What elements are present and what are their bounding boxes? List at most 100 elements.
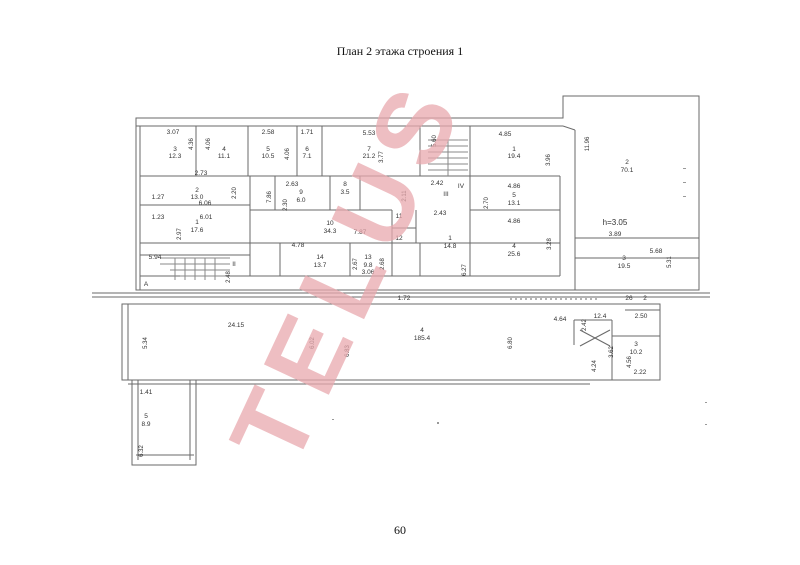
svg-text:4.06: 4.06 — [285, 148, 291, 160]
svg-text:6.27: 6.27 — [462, 264, 468, 276]
svg-text:2.22: 2.22 — [634, 369, 647, 376]
svg-text:13.1: 13.1 — [508, 200, 521, 207]
svg-text:2.42: 2.42 — [582, 319, 588, 331]
svg-text:3: 3 — [634, 341, 638, 348]
svg-text:10: 10 — [326, 220, 334, 227]
svg-text:2.30: 2.30 — [283, 199, 289, 211]
svg-text:11: 11 — [396, 213, 403, 220]
svg-text:3.89: 3.89 — [609, 231, 622, 238]
stair-label: II — [232, 261, 236, 268]
stair-top — [428, 139, 468, 176]
svg-text:1: 1 — [195, 219, 199, 226]
svg-text:1.71: 1.71 — [301, 129, 314, 136]
svg-text:4: 4 — [222, 146, 226, 153]
svg-text:2: 2 — [643, 295, 647, 302]
svg-text:2.20: 2.20 — [232, 187, 238, 199]
room-label: 3 — [173, 146, 177, 153]
svg-text:1.23: 1.23 — [152, 214, 165, 221]
svg-text:14: 14 — [316, 254, 324, 261]
svg-text:11.96: 11.96 — [585, 136, 591, 151]
svg-text:4.24: 4.24 — [592, 360, 598, 372]
svg-text:6.32: 6.32 — [139, 445, 145, 457]
svg-text:14.8: 14.8 — [444, 243, 457, 250]
stair-label: А — [144, 281, 149, 288]
upper-block-outline — [135, 95, 700, 291]
svg-text:5: 5 — [512, 192, 516, 199]
svg-text:4.56: 4.56 — [627, 356, 633, 368]
svg-text:6: 6 — [305, 146, 309, 153]
svg-text:4.64: 4.64 — [554, 316, 567, 323]
svg-text:1: 1 — [448, 235, 452, 242]
svg-text:2.58: 2.58 — [262, 129, 275, 136]
svg-text:1.41: 1.41 — [140, 389, 153, 396]
svg-text:12.4: 12.4 — [594, 313, 607, 320]
svg-text:10.5: 10.5 — [262, 153, 275, 160]
stair-label: IV — [458, 183, 465, 190]
svg-text:13.7: 13.7 — [314, 262, 327, 269]
lower-block-outline — [121, 303, 661, 466]
svg-text:7.87: 7.87 — [354, 229, 367, 236]
svg-text:5.60: 5.60 — [432, 135, 438, 147]
svg-text:19.4: 19.4 — [508, 153, 521, 160]
svg-text:9.8: 9.8 — [363, 262, 372, 269]
svg-text:2.67: 2.67 — [353, 258, 359, 270]
svg-text:2.42: 2.42 — [431, 180, 444, 187]
svg-text:6.80: 6.80 — [508, 337, 514, 349]
svg-text:6.02: 6.02 — [310, 337, 316, 349]
svg-text:10.2: 10.2 — [630, 349, 643, 356]
svg-text:6.06: 6.06 — [199, 200, 212, 207]
svg-text:5.34: 5.34 — [143, 337, 149, 349]
svg-text:2.11: 2.11 — [402, 190, 408, 202]
svg-text:3: 3 — [622, 255, 626, 262]
svg-text:2.43: 2.43 — [434, 210, 447, 217]
svg-text:5: 5 — [144, 413, 148, 420]
svg-text:34.3: 34.3 — [324, 228, 337, 235]
svg-text:4.86: 4.86 — [508, 218, 521, 225]
svg-text:4.86: 4.86 — [508, 183, 521, 190]
svg-text:6.01: 6.01 — [200, 214, 213, 221]
page-number: 60 — [394, 523, 406, 537]
svg-text:7: 7 — [367, 146, 371, 153]
height-note: h=3.05 — [603, 218, 628, 227]
svg-text:2.48: 2.48 — [226, 271, 232, 283]
svg-text:4.78: 4.78 — [292, 242, 305, 249]
svg-text:6.0: 6.0 — [296, 197, 305, 204]
svg-text:1: 1 — [512, 146, 516, 153]
svg-text:4.85: 4.85 — [499, 131, 512, 138]
svg-text:2.50: 2.50 — [635, 313, 648, 320]
svg-text:4.06: 4.06 — [206, 138, 212, 150]
svg-text:2.68: 2.68 — [380, 258, 386, 270]
svg-text:4.36: 4.36 — [189, 138, 195, 150]
svg-text:4: 4 — [420, 327, 424, 334]
svg-text:4: 4 — [512, 243, 516, 250]
svg-text:2.63: 2.63 — [286, 181, 299, 188]
svg-text:5.68: 5.68 — [650, 248, 663, 255]
svg-text:2: 2 — [195, 187, 199, 194]
svg-text:25.6: 25.6 — [508, 251, 521, 258]
svg-text:13.0: 13.0 — [191, 194, 204, 201]
svg-text:3.07: 3.07 — [167, 129, 180, 136]
svg-text:1.72: 1.72 — [398, 295, 411, 302]
svg-text:8.9: 8.9 — [141, 421, 150, 428]
svg-text:9: 9 — [299, 189, 303, 196]
svg-text:11.1: 11.1 — [218, 153, 231, 160]
svg-text:19.5: 19.5 — [618, 263, 631, 270]
svg-text:7.86: 7.86 — [267, 191, 273, 203]
svg-text:3.96: 3.96 — [546, 154, 552, 166]
svg-text:12: 12 — [395, 235, 403, 242]
svg-text:6.83: 6.83 — [345, 345, 351, 357]
svg-text:3.77: 3.77 — [379, 151, 385, 163]
svg-text:5: 5 — [266, 146, 270, 153]
svg-text:3.28: 3.28 — [547, 238, 553, 250]
svg-text:3.06: 3.06 — [362, 269, 375, 276]
svg-text:5.94: 5.94 — [149, 254, 162, 261]
stair-a — [160, 257, 230, 280]
svg-text:3.62: 3.62 — [609, 346, 615, 358]
svg-text:13: 13 — [364, 254, 372, 261]
svg-text:2.73: 2.73 — [195, 170, 208, 177]
svg-text:5.53: 5.53 — [363, 130, 376, 137]
svg-text:7.1: 7.1 — [302, 153, 311, 160]
svg-text:5.31: 5.31 — [667, 256, 673, 268]
svg-text:3.5: 3.5 — [340, 189, 349, 196]
